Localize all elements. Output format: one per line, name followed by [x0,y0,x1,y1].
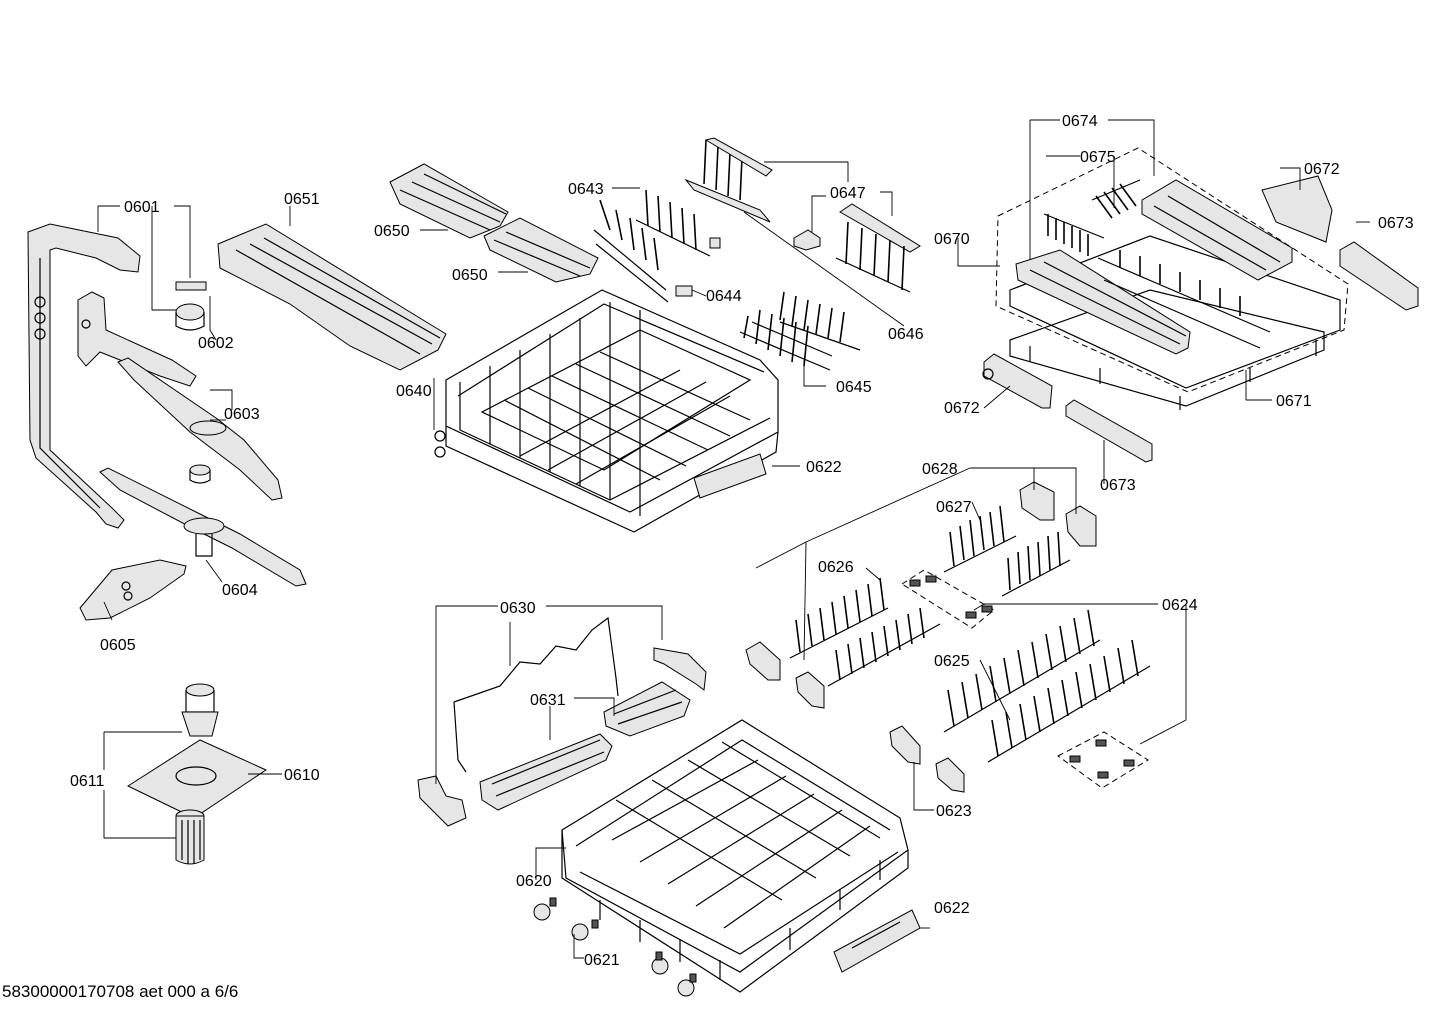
label-0647: 0647 [830,185,866,202]
wire-rail-bracket-left [417,775,467,827]
rack-end-cap-upper [1339,241,1419,311]
cutlery-tray [217,223,447,371]
third-rack-tines [1097,250,1271,349]
upper-basket-handle [693,453,767,499]
lower-basket [561,719,909,993]
drawing-code: 58300000170708 aet 000 a 6/6 [2,982,239,1001]
label-0650-upper: 0650 [374,223,410,240]
lower-cutlery-rack [479,681,691,811]
third-rack-tray [1015,249,1191,355]
spray-arm-cover-plate [79,559,187,621]
rack-clip-small [675,237,721,297]
lower-basket-handle [833,909,921,973]
label-0603: 0603 [224,406,260,423]
cup-shelf-clip [793,229,821,251]
part-labels: 0601 0602 0603 0604 0605 0610 0611 0651 … [70,113,1414,969]
cup-shelf-right [835,203,921,293]
label-0645: 0645 [836,379,872,396]
spray-arm-supply-pipe [27,223,141,529]
upper-basket [434,289,779,533]
folding-tine-row-upper [943,505,1071,597]
wire-rail-bracket-right [653,647,707,691]
label-0625: 0625 [934,653,970,670]
label-0673-lower: 0673 [1100,477,1136,494]
fine-filter-cylinder [175,809,205,865]
label-0674: 0674 [1062,113,1098,130]
label-0604: 0604 [222,582,258,599]
micro-filter-assembly [126,683,268,819]
tine-bracket-left [745,641,825,709]
label-0605: 0605 [100,637,136,654]
label-0621: 0621 [584,952,620,969]
leader-lines [97,119,1370,959]
label-0602: 0602 [198,335,234,352]
label-0672-lower: 0672 [944,400,980,417]
label-0610: 0610 [284,767,320,784]
lower-spray-arm [99,467,307,587]
label-0620: 0620 [516,873,552,890]
label-0622-lower: 0622 [934,900,970,917]
label-0622-upper: 0622 [806,459,842,476]
rack-clip-pair [1019,481,1097,547]
label-0631: 0631 [530,692,566,709]
label-0672-upper: 0672 [1304,161,1340,178]
tine-support-dashed-set-lower [1057,731,1149,789]
label-0627: 0627 [936,499,972,516]
lower-knife-rack [483,217,599,283]
tine-bracket-right [889,725,965,793]
label-0671: 0671 [1276,393,1312,410]
third-rack-group-outline [995,147,1349,393]
spray-arm-hub [189,464,211,484]
basket-wheels [533,897,697,997]
label-0623: 0623 [936,803,972,820]
label-0670: 0670 [934,231,970,248]
folding-tine-row-lower [943,609,1151,763]
label-0644: 0644 [706,288,742,305]
label-0630: 0630 [500,600,536,617]
label-0650-lower: 0650 [452,267,488,284]
cup-shelf [684,137,773,223]
rack-slide-rail-lower [982,353,1053,409]
label-0673-upper: 0673 [1378,215,1414,232]
upper-knife-rack [389,163,509,239]
label-0626: 0626 [818,559,854,576]
upper-spray-arm [117,357,283,501]
wire-rail [453,616,619,773]
upper-spray-arm-mount [77,291,197,387]
label-0601: 0601 [124,199,160,216]
label-0640: 0640 [396,383,432,400]
fold-down-tines-lower [739,291,861,371]
label-0651: 0651 [284,191,320,208]
rack-slide-rail-upper [1261,175,1333,243]
rack-end-cap-lower [1065,399,1153,463]
label-0675: 0675 [1080,149,1116,166]
label-0643: 0643 [568,181,604,198]
tine-support-dashed-set-upper [901,569,995,629]
label-0628: 0628 [922,461,958,478]
spray-arm-nut [175,281,207,331]
label-0611: 0611 [70,773,105,790]
label-0646: 0646 [888,326,924,343]
label-0624: 0624 [1162,597,1198,614]
third-rack-side-tray [1141,179,1293,281]
fold-down-tines-upper [593,189,711,303]
folding-tine-row-middle [789,577,941,687]
third-rack-frame [1009,235,1341,410]
third-rack-divider [1043,179,1141,256]
